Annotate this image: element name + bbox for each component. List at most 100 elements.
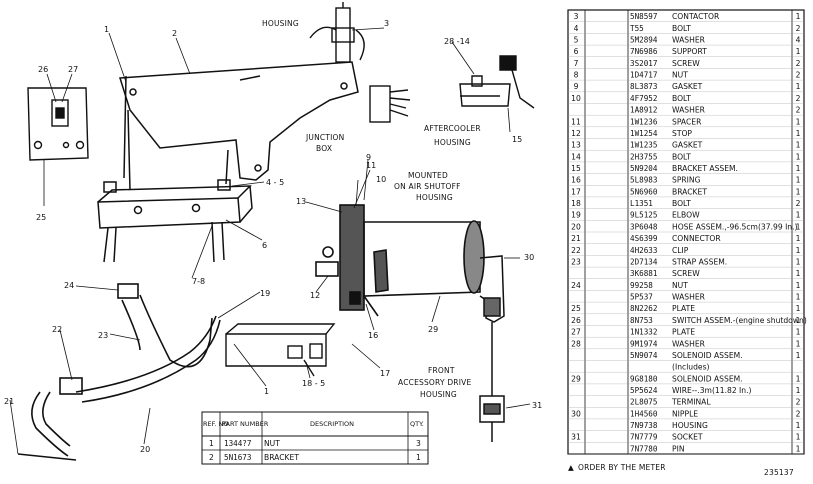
parts-list-part-number: 9G8180: [630, 374, 658, 383]
callout: 29: [428, 325, 438, 334]
parts-list-qty: 1: [796, 281, 801, 290]
solenoid-assembly: [315, 204, 485, 317]
callouts: 1 2 3 28 -14 26 27 15 4 - 5 11 10 13 6 2…: [4, 19, 542, 454]
parts-list-description: GASKET: [672, 141, 703, 150]
parts-list-part-number: 7N9738: [630, 421, 658, 430]
inset-cell: 1344?7: [224, 439, 251, 448]
parts-list-qty: 1: [796, 129, 801, 138]
parts-list-part-number: 8N2262: [630, 304, 657, 313]
callout: 31: [532, 401, 542, 410]
footnote-triangle-icon: ▲: [568, 463, 574, 472]
label-junction-box: JUNCTION: [305, 133, 344, 142]
parts-list-part-number: 2D7134: [630, 258, 658, 267]
callout: 1: [104, 25, 109, 34]
callout: 7-8: [192, 277, 205, 286]
parts-list-qty: 1: [796, 176, 801, 185]
parts-list-qty: 2: [796, 199, 801, 208]
callout: 18 - 5: [302, 379, 325, 388]
parts-list-description: PIN: [672, 444, 685, 453]
parts-list-description: STRAP ASSEM.: [672, 258, 727, 267]
parts-list-ref: 14: [571, 152, 581, 161]
parts-list-description: SCREW: [672, 269, 700, 278]
callout: 15: [512, 135, 522, 144]
callout: 25: [36, 213, 46, 222]
parts-list-qty: 1: [796, 47, 801, 56]
parts-list-part-number: 1H4560: [630, 409, 658, 418]
parts-list-ref: 20: [571, 222, 581, 231]
parts-list-qty: 2: [796, 409, 801, 418]
parts-list-qty: 1: [796, 304, 801, 313]
callout: 11: [366, 161, 376, 170]
parts-list-qty: 1: [796, 328, 801, 337]
small-bracket: [225, 323, 336, 377]
label-aftercooler: HOUSING: [434, 138, 471, 147]
parts-list-part-number: 5P537: [630, 293, 653, 302]
parts-list-description: NUT: [672, 281, 688, 290]
parts-list-description: BOLT: [672, 199, 691, 208]
parts-list-description: SOLENOID ASSEM.: [672, 374, 743, 383]
parts-list-description: CONNECTOR: [672, 234, 721, 243]
parts-list-ref: 19: [571, 211, 581, 220]
parts-list-qty: 1: [796, 12, 801, 21]
parts-list-ref: 30: [571, 409, 581, 418]
callout: 21: [4, 397, 14, 406]
callout: 12: [310, 291, 320, 300]
callout: 24: [64, 281, 74, 290]
switch-plate: [27, 87, 89, 161]
parts-list-part-number: 1N1332: [630, 328, 657, 337]
callout: 2: [172, 29, 177, 38]
parts-list-part-number: 1W1236: [630, 117, 658, 126]
parts-list-description: STOP: [672, 129, 692, 138]
parts-list-description: TERMINAL: [671, 398, 711, 407]
parts-list-ref: 27: [571, 328, 581, 337]
parts-list-description: BRACKET: [672, 187, 707, 196]
parts-list-ref: 26: [571, 316, 581, 325]
parts-list-ref: 28: [571, 339, 581, 348]
parts-list-description: SOLENOID ASSEM.: [672, 351, 743, 360]
parts-list-part-number: 9M1974: [630, 339, 658, 348]
callout: 19: [260, 289, 270, 298]
inset-header-part: PART NUMBER: [222, 420, 269, 428]
callout: 16: [368, 331, 378, 340]
parts-list-ref: 7: [574, 59, 579, 68]
parts-list-part-number: 7N7780: [630, 444, 658, 453]
callout: 6: [262, 241, 267, 250]
parts-list-part-number: L1351: [630, 199, 653, 208]
parts-list-part-number: T55: [630, 24, 644, 33]
parts-list-part-number: 5N6960: [630, 187, 658, 196]
parts-list-qty: 1: [796, 339, 801, 348]
callout: 30: [524, 253, 534, 262]
parts-list-description: SCREW: [672, 59, 700, 68]
parts-list-ref: 9: [574, 82, 579, 91]
inset-parts-table: REF. NO. PART NUMBER DESCRIPTION QTY. 1 …: [201, 411, 429, 465]
parts-list-part-number: 4H2633: [630, 246, 657, 255]
parts-list-ref: 16: [571, 176, 581, 185]
inset-cell: BRACKET: [264, 453, 299, 462]
parts-list-part-number: 5M2894: [630, 36, 658, 45]
parts-list-part-number: 2H3755: [630, 152, 657, 161]
solenoid-wire: [479, 255, 505, 442]
label-junction-box: BOX: [316, 144, 332, 153]
inset-header-ref: REF. NO.: [203, 420, 230, 428]
callout: 17: [380, 369, 390, 378]
label-aftercooler: AFTERCOOLER: [424, 124, 481, 133]
parts-list-ref: 31: [571, 433, 581, 442]
parts-list-part-number: 1W1254: [630, 129, 658, 138]
parts-list-part-number: 3K6881: [630, 269, 658, 278]
parts-list-qty: 1: [796, 258, 801, 267]
hose-assembly: [17, 283, 221, 461]
parts-list-ref: 3: [574, 12, 579, 21]
callout: 9: [366, 153, 371, 162]
parts-list-description: BOLT: [672, 94, 691, 103]
parts-list-qty: 1: [796, 386, 801, 395]
parts-list-qty: 1: [796, 117, 801, 126]
parts-list-qty: 1: [796, 211, 801, 220]
parts-list-description: BRACKET ASSEM.: [672, 164, 738, 173]
parts-list-part-number: 5N8597: [630, 12, 657, 21]
inset-cell: 1: [416, 453, 421, 462]
parts-list-qty: 1: [796, 421, 801, 430]
parts-list-qty: 1: [796, 222, 801, 231]
